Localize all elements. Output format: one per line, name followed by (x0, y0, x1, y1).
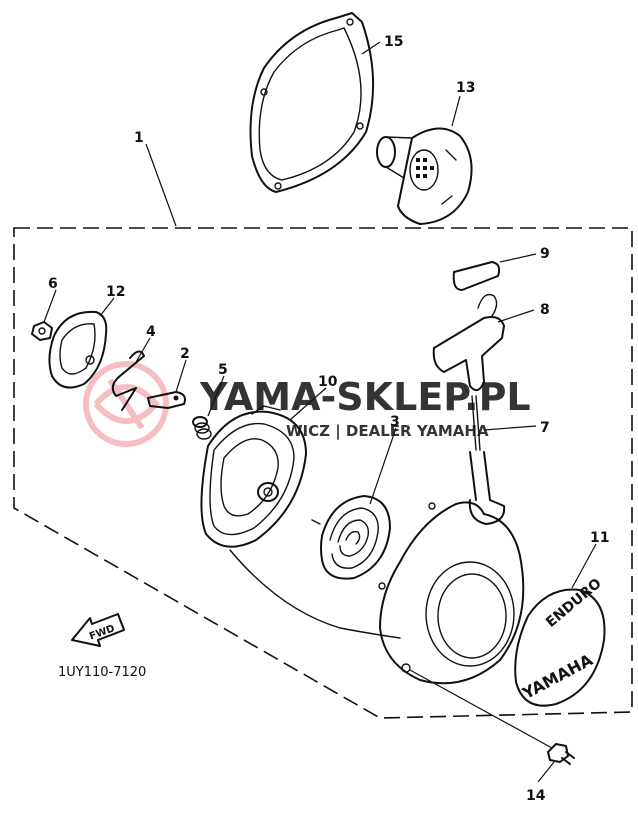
part-code: 1UY110-7120 (58, 665, 146, 680)
part-5-spring (192, 416, 212, 440)
callout-14: 14 (526, 788, 546, 804)
fwd-label: FWD (88, 623, 116, 642)
callout-2: 2 (180, 346, 190, 362)
part-8-starter-handle (432, 293, 505, 392)
callouts: 1 2 3 4 5 6 7 8 9 10 11 12 13 14 15 (48, 34, 609, 804)
part-13-drive-pulley (376, 127, 473, 225)
part-4-spring-clip (111, 350, 145, 411)
callout-10: 10 (318, 374, 338, 390)
emblem-text: YAMAHA (518, 650, 596, 703)
part-11-starter-case (378, 451, 525, 685)
fwd-arrow: FWD (71, 613, 125, 647)
part-14-bolt (547, 743, 575, 765)
callout-4: 4 (146, 324, 156, 340)
assembly-1-frame (13, 227, 633, 719)
part-7-rope (471, 395, 481, 451)
part-3-recoil-spring (311, 495, 391, 580)
watermark-subtitle: WICZ | DEALER YAMAHA (286, 422, 489, 441)
callout-1: 1 (134, 130, 144, 146)
callout-15: 15 (384, 34, 403, 50)
part-11-emblem: ENDURO YAMAHA (514, 575, 606, 707)
callout-7: 7 (540, 420, 550, 436)
part-12-drive-plate (48, 310, 108, 389)
callout-11: 11 (590, 530, 609, 546)
callout-9: 9 (540, 246, 550, 262)
callout-3: 3 (390, 414, 400, 430)
part-15-gasket (249, 12, 375, 193)
leader-lines (43, 41, 597, 783)
part-2-pawl (147, 391, 186, 409)
callout-6: 6 (48, 276, 58, 292)
part-13-teeth (416, 158, 434, 178)
part-10-sheave (200, 405, 401, 639)
callout-5: 5 (218, 362, 228, 378)
part-9-handle-cap (452, 261, 501, 291)
callout-12: 12 (106, 284, 125, 300)
part-6-nut (31, 321, 53, 341)
callout-13: 13 (456, 80, 475, 96)
callout-8: 8 (540, 302, 550, 318)
